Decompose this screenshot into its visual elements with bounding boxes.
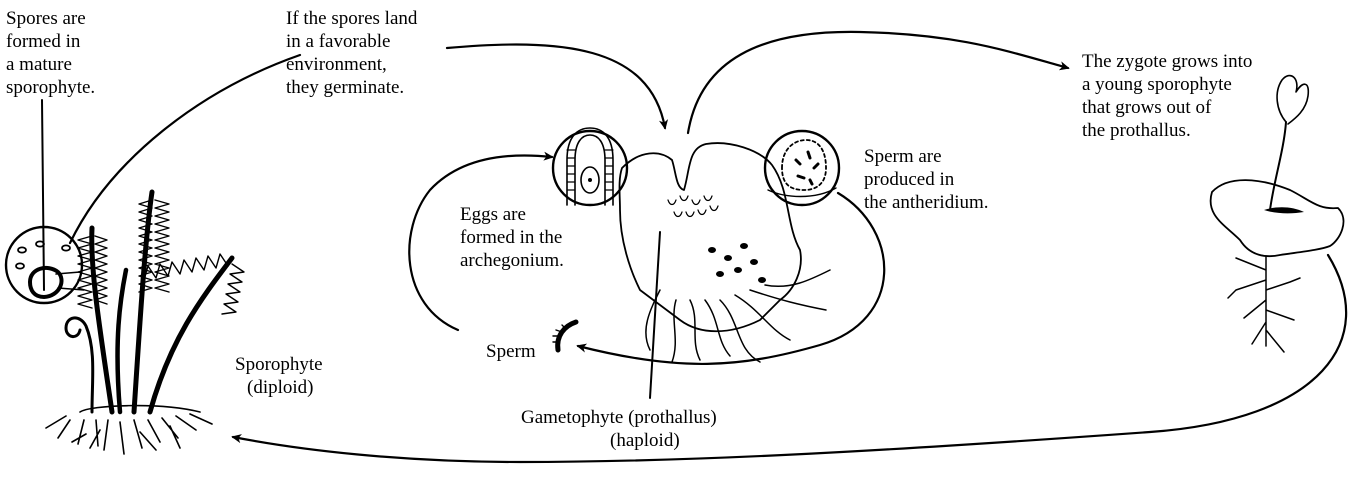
label-spores-formed-line-3: a mature <box>6 54 72 75</box>
label-spores-land-line-1: If the spores land <box>286 8 418 29</box>
spore-sac-illustration <box>6 227 84 303</box>
label-spores-land: If the spores land in a favorable enviro… <box>286 8 418 98</box>
arrow-spores-germinate <box>447 44 665 128</box>
label-sperm-produced-line-3: the antheridium. <box>864 192 989 213</box>
label-sperm-produced: Sperm are produced in the antheridium. <box>864 146 989 213</box>
label-sperm-produced-line-1: Sperm are <box>864 146 942 167</box>
label-spores-land-line-3: environment, <box>286 54 387 75</box>
arrow-sperm-release <box>578 193 884 364</box>
sperm-illustration <box>553 322 576 350</box>
label-sporophyte-line-2: (diploid) <box>247 377 314 398</box>
young-sporophyte-illustration <box>1211 76 1344 352</box>
label-sperm-produced-line-2: produced in <box>864 169 955 190</box>
label-sperm: Sperm <box>486 341 536 362</box>
label-spores-formed-line-1: Spores are <box>6 8 86 29</box>
label-eggs-formed: Eggs are formed in the archegonium. <box>460 204 564 271</box>
label-spores-land-line-4: they germinate. <box>286 77 404 98</box>
label-zygote-grows-line-4: the prothallus. <box>1082 120 1191 141</box>
label-zygote-grows-line-1: The zygote grows into <box>1082 51 1252 72</box>
label-spores-land-line-2: in a favorable <box>286 31 390 52</box>
label-eggs-formed-line-1: Eggs are <box>460 204 526 225</box>
label-gametophyte-line-1: Gametophyte (prothallus) <box>521 407 717 428</box>
label-eggs-formed-line-3: archegonium. <box>460 250 564 271</box>
label-gametophyte-line-2: (haploid) <box>610 430 680 451</box>
label-zygote-grows-line-2: a young sporophyte <box>1082 74 1232 95</box>
label-eggs-formed-line-2: formed in the <box>460 227 562 248</box>
label-gametophyte: Gametophyte (prothallus) (haploid) <box>521 407 717 451</box>
label-sporophyte: Sporophyte (diploid) <box>235 354 323 398</box>
leader-line-gametophyte <box>650 232 660 398</box>
label-spores-formed-line-4: sporophyte. <box>6 77 95 98</box>
archegonium-illustration <box>553 128 627 205</box>
label-sporophyte-line-1: Sporophyte <box>235 354 323 375</box>
label-spores-formed: Spores are formed in a mature sporophyte… <box>6 8 95 98</box>
label-spores-formed-line-2: formed in <box>6 31 81 52</box>
arrow-to-young-sporophyte <box>688 32 1068 133</box>
leader-line-spores <box>42 100 44 290</box>
label-zygote-grows: The zygote grows into a young sporophyte… <box>1082 51 1252 141</box>
arrow-spores-to-top <box>70 55 300 243</box>
antheridium-illustration <box>765 131 839 205</box>
label-zygote-grows-line-3: that grows out of <box>1082 97 1212 118</box>
